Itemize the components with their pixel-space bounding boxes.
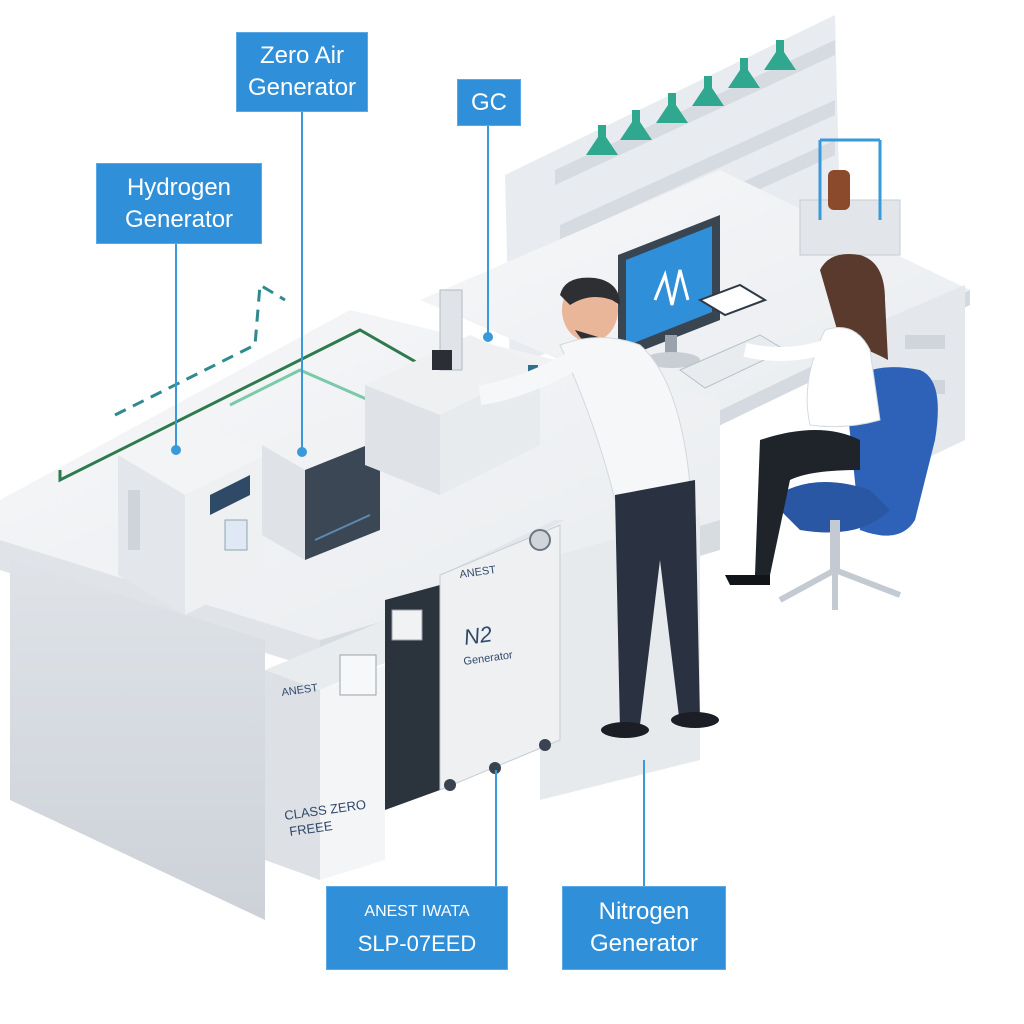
callout-gc-line1: GC — [471, 88, 507, 116]
callout-nitrogen-line1: Nitrogen — [598, 898, 690, 925]
hydrogen-generator-device — [118, 420, 265, 615]
n2-symbol-label: N2 — [462, 621, 493, 650]
callout-nitrogen-generator: Nitrogen Generator — [562, 886, 726, 970]
callout-anest-iwata: ANEST IWATA SLP-07EED — [326, 886, 508, 970]
callout-nitrogen-line2: Generator — [589, 930, 699, 957]
callout-hydrogen-line1: Hydrogen — [126, 173, 232, 201]
cabinet-brand-label: ANEST — [281, 682, 319, 699]
gas-tubing — [58, 282, 431, 483]
callout-zero-air-line2: Generator — [247, 74, 357, 101]
callout-zero-air-generator: Zero Air Generator — [236, 32, 368, 112]
seated-scientist — [725, 254, 888, 585]
leader-dot-hydrogen — [171, 445, 181, 455]
callout-zero-air-line1: Zero Air — [259, 42, 345, 69]
callout-hydrogen-line2: Generator — [124, 205, 234, 233]
flask-row — [586, 40, 796, 155]
leader-dot-gc — [483, 332, 493, 342]
distillation-apparatus — [799, 138, 901, 256]
cabinet-model-label-2: FREEE — [288, 818, 333, 839]
computer-monitor — [618, 215, 768, 368]
compressor-cabinet — [265, 585, 440, 880]
callout-hydrogen-generator: Hydrogen Generator — [96, 163, 262, 244]
callout-gc: GC — [457, 79, 521, 126]
leader-dot-zero-air — [297, 447, 307, 457]
callout-leaders — [171, 112, 645, 886]
callout-anest-line2: SLP-07EED — [357, 931, 477, 956]
gc-instrument — [365, 289, 540, 495]
nitrogen-generator-device — [439, 520, 565, 791]
n2-brand-label: ANEST — [459, 564, 497, 581]
callout-anest-line1: ANEST IWATA — [364, 903, 470, 920]
zero-air-generator-device — [262, 415, 380, 560]
standing-scientist — [478, 277, 719, 738]
